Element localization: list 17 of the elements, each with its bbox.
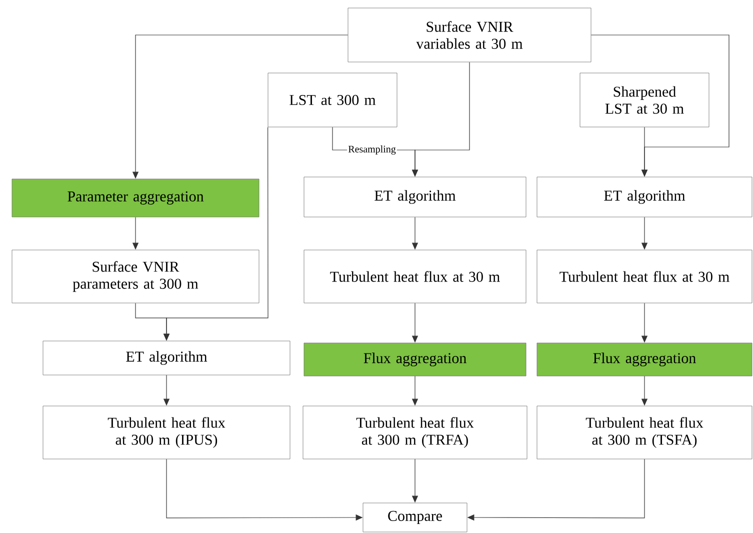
process-box: Sharpened LST at 30 m [580, 72, 710, 128]
process-box: Compare [362, 502, 468, 532]
aggregation-box: Flux aggregation [536, 342, 752, 376]
aggregation-box: Flux aggregation [304, 342, 526, 376]
process-box: Turbulent heat flux at 300 m (IPUS) [42, 406, 290, 460]
process-box: Turbulent heat flux at 30 m [304, 250, 526, 304]
edge-label: Resampling [347, 144, 397, 156]
process-box: Surface VNIR variables at 30 m [348, 8, 592, 62]
process-box: Turbulent heat flux at 300 m (TRFA) [302, 406, 528, 460]
process-box: Surface VNIR parameters at 300 m [12, 250, 260, 304]
process-box: ET algorithm [536, 176, 752, 218]
aggregation-box: Parameter aggregation [12, 178, 260, 218]
process-box: Turbulent heat flux at 300 m (TSFA) [536, 406, 752, 460]
process-box: ET algorithm [304, 176, 526, 218]
process-box: LST at 300 m [268, 72, 398, 128]
process-box: ET algorithm [42, 340, 290, 376]
process-box: Turbulent heat flux at 30 m [536, 250, 752, 304]
